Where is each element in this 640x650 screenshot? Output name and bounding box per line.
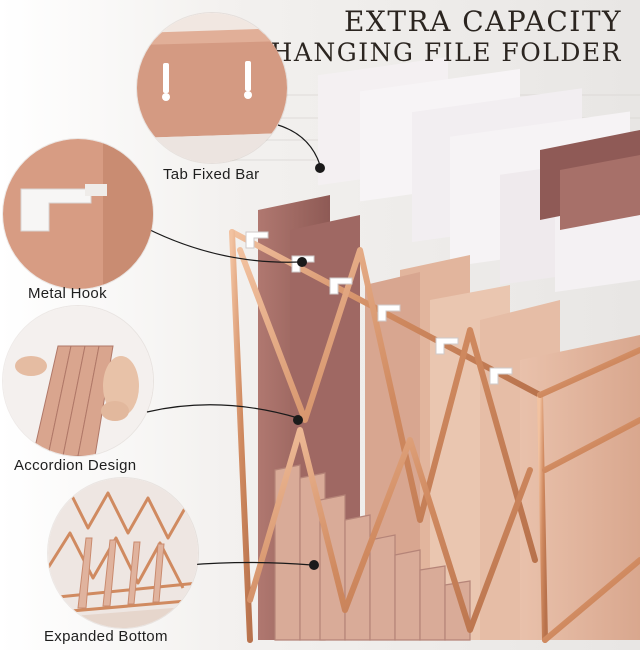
accordion-design-callout: [3, 306, 153, 456]
metal-hook-label: Metal Hook: [28, 285, 107, 302]
headline-line-2: HANGING FILE FOLDER: [270, 38, 622, 67]
accordion-design-label: Accordion Design: [14, 457, 137, 474]
headline-line-1: EXTRA CAPACITY: [343, 5, 622, 38]
tab-fixed-bar-label: Tab Fixed Bar: [163, 166, 260, 183]
tab-fixed-bar-callout: [137, 13, 287, 163]
expanded-bottom-callout: [48, 478, 198, 628]
metal-hook-callout: [3, 139, 153, 289]
expanded-bottom-label: Expanded Bottom: [44, 628, 168, 645]
